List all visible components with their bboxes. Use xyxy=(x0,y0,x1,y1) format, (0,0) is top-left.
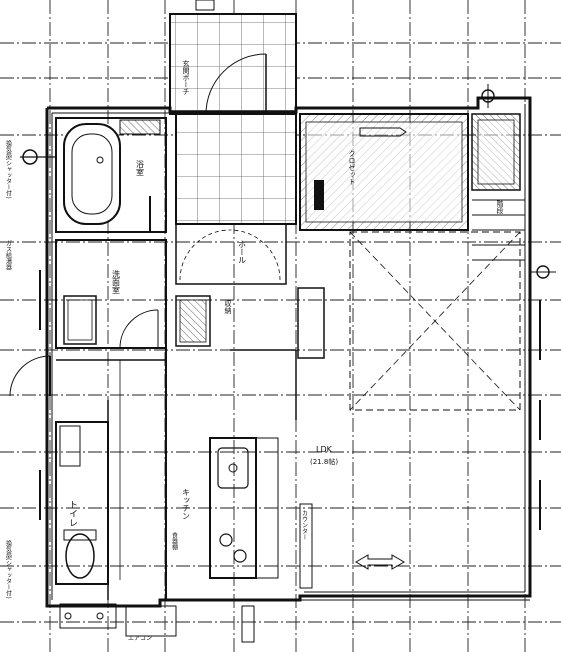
storage: 収納 xyxy=(175,287,325,359)
ldk-area: (21.8帖) xyxy=(310,457,338,466)
entrance-label: ホール xyxy=(238,240,247,264)
closet-label: クロゼット xyxy=(348,150,356,185)
bathroom: 浴室 xyxy=(20,117,167,233)
counter-label: カウンター xyxy=(301,510,308,540)
bottom-strip: エアコン xyxy=(59,599,530,643)
kitchen: キッチン 食器棚 カウンター xyxy=(171,437,313,589)
stairs-label: 階段 xyxy=(496,199,504,215)
side-door-swing xyxy=(9,355,51,397)
storage-label: 収納 xyxy=(224,300,232,315)
kitchen-label: キッチン xyxy=(182,488,191,520)
ldk-label: LDK xyxy=(316,445,333,454)
note-left-1: 換気扇(シャッター付) xyxy=(5,139,12,198)
note-bottom: エアコン xyxy=(128,635,152,642)
porch-label: 玄関ポーチ xyxy=(182,59,190,95)
closet: クロゼット xyxy=(299,113,469,231)
washroom-label: 洗面室 xyxy=(112,269,121,294)
washroom: 洗面室 xyxy=(55,239,167,349)
stairs: 階段 xyxy=(471,84,556,279)
note-left-3: 換気扇(シャッター付) xyxy=(5,539,12,598)
left-notes: 換気扇(シャッター付) ガス給湯器 換気扇(シャッター付) xyxy=(5,139,12,598)
wc-label: トイレ xyxy=(67,500,78,527)
corridor xyxy=(56,296,297,600)
bath-label: 浴室 xyxy=(136,159,145,176)
note-left-2: ガス給湯器 xyxy=(5,239,12,271)
cupboard-label: 食器棚 xyxy=(171,531,178,551)
windows xyxy=(39,196,541,530)
porch: 玄関ポーチ xyxy=(169,0,297,115)
toilet-room: トイレ xyxy=(55,400,109,600)
ldk-room: LDK (21.8帖) xyxy=(310,231,521,570)
entrance-hall: ホール xyxy=(175,53,297,285)
outer-walls xyxy=(45,96,532,608)
